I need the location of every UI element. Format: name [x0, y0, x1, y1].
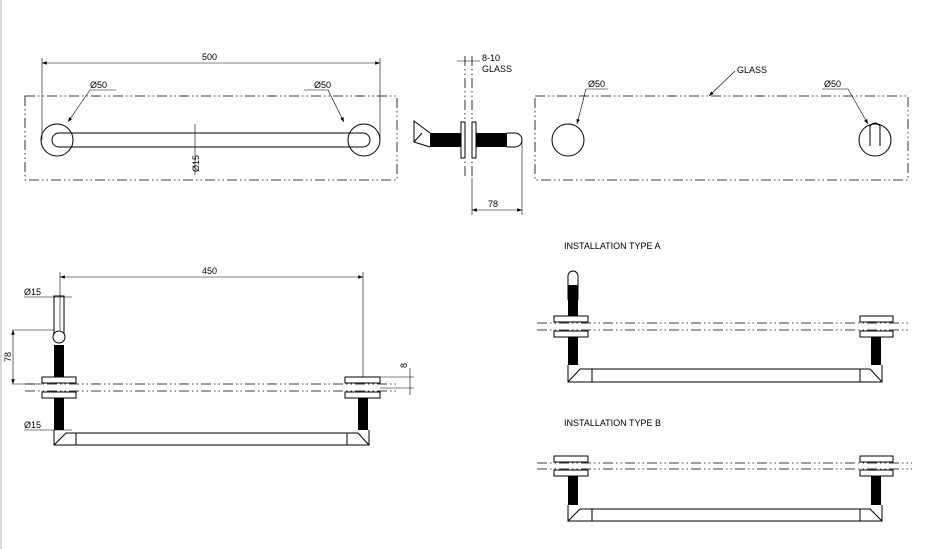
glass-outline: [534, 95, 909, 181]
glass-outline: [24, 95, 398, 181]
dim-78: 78: [488, 199, 498, 209]
dim-78: 78: [3, 352, 13, 362]
towel-bar: [53, 430, 370, 446]
side-view: 8-10 GLASS 78: [413, 53, 523, 215]
glass-thickness: 8-10: [482, 53, 500, 63]
front-view: 450 Ø15 78 8 Ø15: [3, 266, 414, 446]
dia-label: Ø15: [191, 155, 201, 172]
glass-label: GLASS: [737, 65, 767, 75]
installation-type-b: INSTALLATION TYPE B: [537, 418, 912, 522]
glass-label: GLASS: [482, 64, 512, 74]
dia-label: Ø50: [314, 80, 331, 90]
top-view: 500 Ø50 Ø50 Ø15: [24, 52, 398, 181]
dia-label: Ø50: [90, 80, 107, 90]
section-title: INSTALLATION TYPE B: [564, 418, 661, 428]
bar-end: [507, 132, 523, 148]
dia-label: Ø50: [588, 79, 605, 89]
installation-type-a: INSTALLATION TYPE A: [537, 241, 908, 383]
rosette-right: [347, 123, 381, 157]
rosette-left: [551, 123, 585, 157]
towel-bar: [51, 132, 371, 148]
hook-end: [413, 120, 431, 148]
dia-label: Ø15: [24, 420, 41, 430]
dim-8: 8: [399, 363, 409, 368]
dia-label: Ø15: [24, 287, 41, 297]
dim-500: 500: [202, 52, 217, 62]
hook-detail: [869, 122, 881, 146]
back-view: GLASS Ø50 Ø50: [534, 65, 909, 181]
dia-label: Ø50: [824, 79, 841, 89]
rosette-right: [858, 123, 892, 157]
rosette-left: [40, 123, 74, 157]
section-title: INSTALLATION TYPE A: [564, 241, 661, 251]
dim-450: 450: [202, 266, 217, 276]
